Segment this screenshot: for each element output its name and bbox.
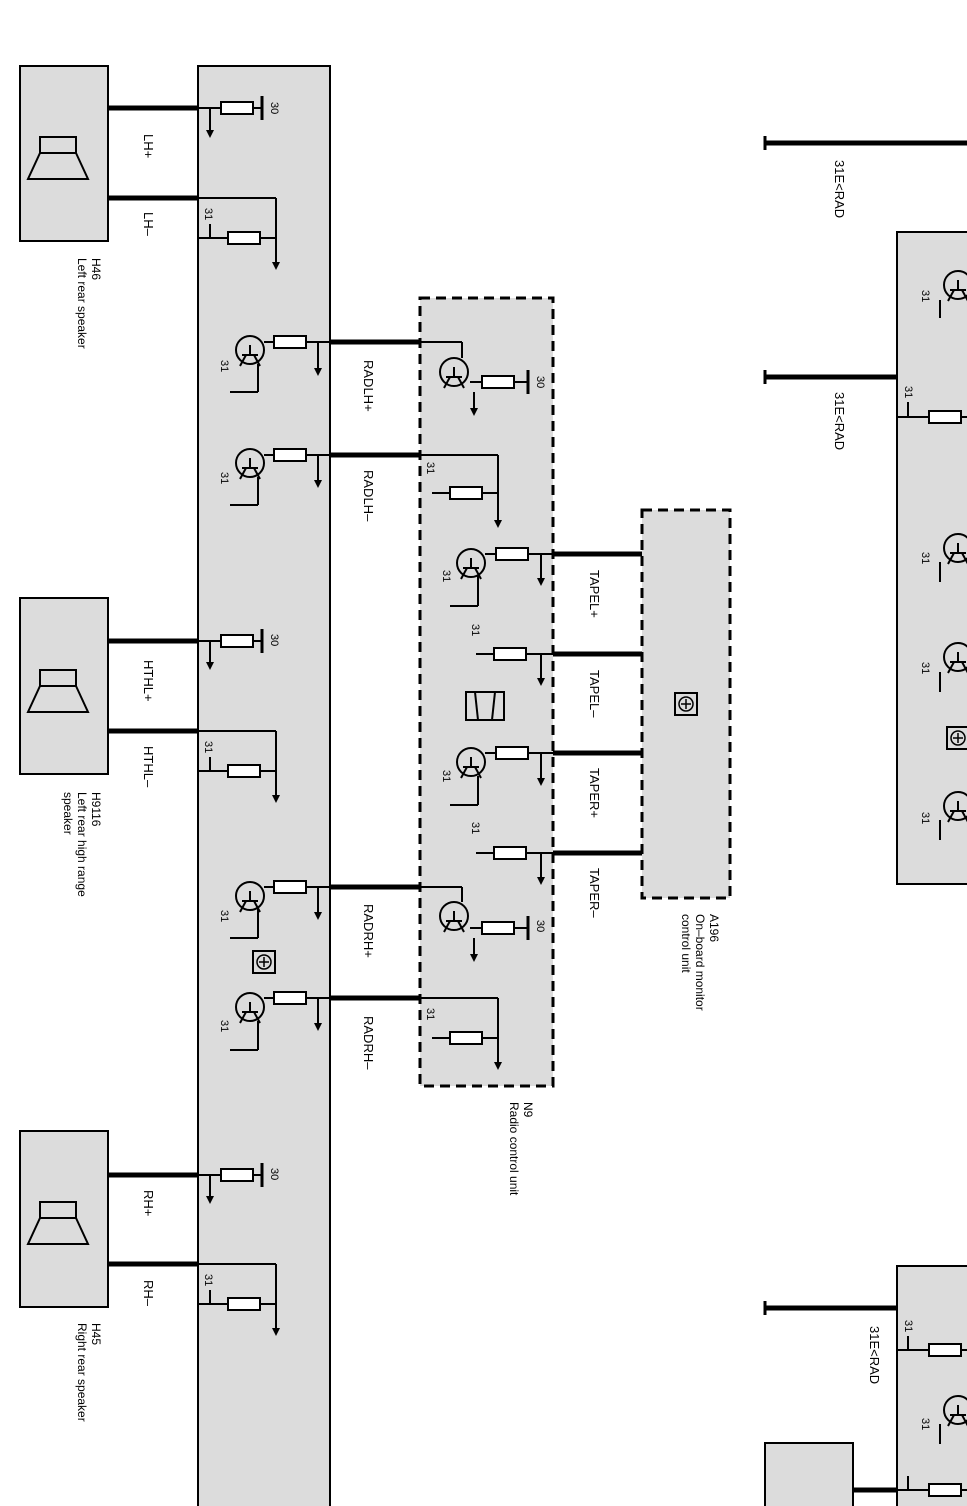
pin-31-t4: 31 xyxy=(218,1020,230,1032)
pin-31-r6: 31 xyxy=(902,1320,914,1332)
pin-31-lhm: 31 xyxy=(202,208,214,220)
pin-30-lhp: 30 xyxy=(268,102,280,114)
pin-31-radlh: 31 xyxy=(424,462,436,474)
pin-30-radlh: 30 xyxy=(534,376,546,388)
speaker-h46 xyxy=(19,65,109,242)
caption-n9: N9 Radio control unit xyxy=(507,1102,535,1196)
caption-h46-name: Left rear speaker xyxy=(75,258,89,349)
ground-ref-2: 31E<RAD xyxy=(832,392,847,450)
radio-lines xyxy=(330,339,420,1001)
pin-31-radrh: 31 xyxy=(424,1008,436,1020)
caption-n9-name: Radio control unit xyxy=(507,1102,521,1196)
pin-31-t3: 31 xyxy=(218,910,230,922)
amp-input-stages xyxy=(230,335,330,1051)
caption-h9116: H9116 Left rear high range speaker xyxy=(61,792,103,897)
caption-h45-id: H45 xyxy=(89,1323,103,1345)
caption-h45-name: Right rear speaker xyxy=(75,1323,89,1422)
radio-internal xyxy=(420,341,553,1062)
pin-31-r7: 31 xyxy=(919,1418,931,1430)
wire-label-radrh-minus: RADRH– xyxy=(361,1016,376,1070)
speaker-wires xyxy=(108,105,198,1267)
right-module-upper xyxy=(896,231,967,885)
pin-31-tapel: 31 xyxy=(469,624,481,636)
pin-31-t1: 31 xyxy=(218,360,230,372)
wire-label-rh-minus: RH– xyxy=(141,1280,156,1307)
amp-output-stages xyxy=(198,96,277,1328)
wire-label-hthl-plus: HTHL+ xyxy=(141,660,156,702)
wire-label-taper-minus: TAPER– xyxy=(587,868,602,918)
caption-a196-name2: control unit xyxy=(679,914,693,973)
pin-31-r4: 31 xyxy=(919,662,931,674)
caption-h46: H46 Left rear speaker xyxy=(75,258,103,349)
ground-ref-1: 31E<RAD xyxy=(832,160,847,218)
pin-30-radrh: 30 xyxy=(534,920,546,932)
pin-31-tapel-t: 31 xyxy=(440,570,452,582)
pin-31-taper: 31 xyxy=(469,822,481,834)
speaker-h45 xyxy=(19,1130,109,1308)
pin-31-hthlm: 31 xyxy=(202,741,214,753)
pin-31-r3: 31 xyxy=(919,552,931,564)
right-ground-lines xyxy=(763,136,967,1315)
caption-h9116-id: H9116 xyxy=(89,792,103,827)
wire-label-radlh-minus: RADLH– xyxy=(361,470,376,522)
pin-31-r5: 31 xyxy=(919,812,931,824)
caption-a196-id: A196 xyxy=(707,914,721,942)
pin-31-r2: 31 xyxy=(902,386,914,398)
caption-n9-id: N9 xyxy=(521,1102,535,1118)
wire-label-taper-plus: TAPER+ xyxy=(587,768,602,818)
right-box-lower xyxy=(764,1442,854,1506)
wire-label-lh-minus: LH– xyxy=(141,212,156,237)
pin-31-rhm: 31 xyxy=(202,1274,214,1286)
caption-h9116-name2: speaker xyxy=(61,792,75,835)
pin-31-taper-t: 31 xyxy=(440,770,452,782)
ground-ref-3: 31E<RAD xyxy=(867,1326,882,1384)
right-module-internals xyxy=(897,270,967,1497)
amplifier-module xyxy=(197,65,331,1506)
caption-h9116-name: Left rear high range xyxy=(75,792,89,897)
tape-lines xyxy=(553,551,642,856)
wire-label-tapel-minus: TAPEL– xyxy=(587,670,602,718)
caption-h45: H45 Right rear speaker xyxy=(75,1323,103,1422)
caption-h46-id: H46 xyxy=(89,258,103,280)
wire-label-rh-plus: RH+ xyxy=(141,1190,156,1216)
pin-30-hthlp: 30 xyxy=(268,634,280,646)
pin-30-rhp: 30 xyxy=(268,1168,280,1180)
caption-a196-name: On–board monitor xyxy=(693,914,707,1011)
right-module-lower xyxy=(896,1265,967,1506)
wire-label-tapel-plus: TAPEL+ xyxy=(587,570,602,618)
wire-label-hthl-minus: HTHL– xyxy=(141,746,156,788)
pin-31-r1: 31 xyxy=(919,290,931,302)
wire-label-lh-plus: LH+ xyxy=(141,134,156,158)
wire-label-radrh-plus: RADRH+ xyxy=(361,904,376,958)
pin-31-t2: 31 xyxy=(218,472,230,484)
wire-label-radlh-plus: RADLH+ xyxy=(361,360,376,412)
caption-a196: A196 On–board monitor control unit xyxy=(679,914,721,1011)
speaker-h9116 xyxy=(19,597,109,775)
